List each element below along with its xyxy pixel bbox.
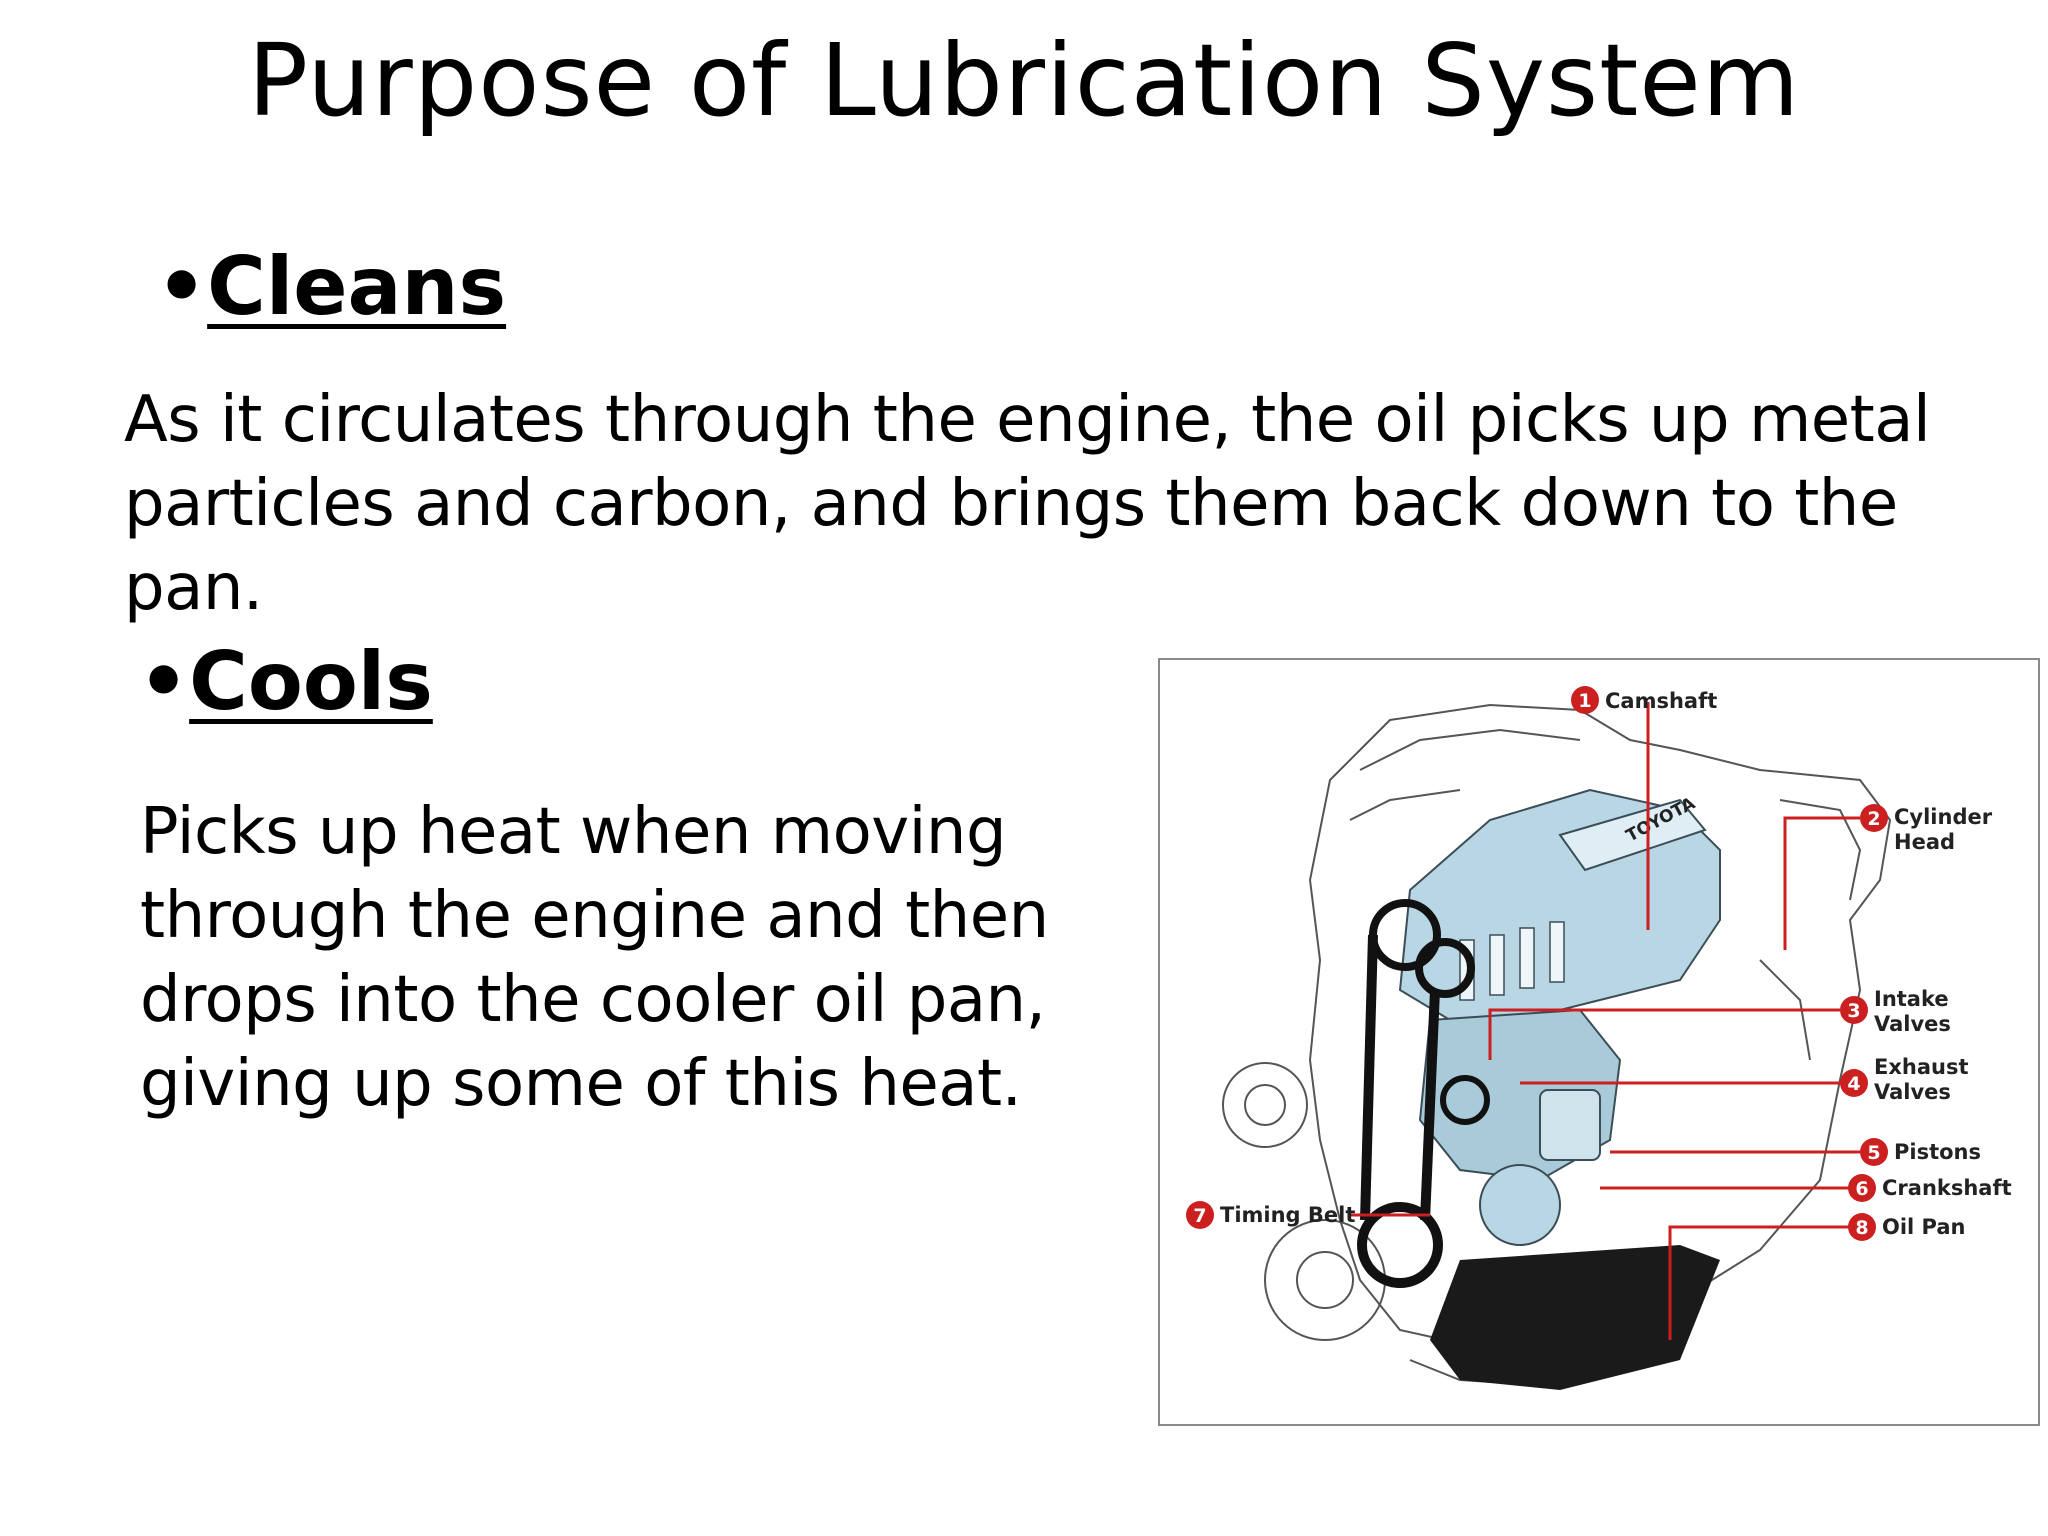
callout-camshaft: 1 Camshaft: [1571, 686, 1717, 714]
callout-label-line-1: Exhaust: [1874, 1055, 1969, 1079]
heading-cleans: Cleans: [207, 240, 507, 333]
cools-line-2: through the engine and then: [140, 879, 1049, 953]
callout-marker: [1848, 1213, 1876, 1241]
callout-label-line-2: Valves: [1874, 1080, 1951, 1104]
callout-label: Camshaft: [1605, 689, 1717, 713]
callout-number: 3: [1847, 1000, 1860, 1022]
callout-number: 2: [1867, 808, 1880, 830]
cools-paragraph: Picks up heat when moving through the en…: [140, 790, 1100, 1126]
callout-marker: [1186, 1201, 1214, 1229]
callout-label: Pistons: [1894, 1140, 1981, 1164]
callout-cylinder-head: 2 Cylinder Head: [1860, 804, 1993, 854]
callout-label-line-2: Valves: [1874, 1012, 1951, 1036]
callout-pistons: 5 Pistons: [1860, 1138, 1981, 1166]
callout-timing-belt: 7 Timing Belt: [1186, 1201, 1355, 1229]
callout-label: Timing Belt: [1220, 1203, 1355, 1227]
callout-label-line-1: Intake: [1874, 987, 1949, 1011]
engine-block-highlight: [1398, 788, 1721, 1246]
callout-marker: [1840, 996, 1868, 1024]
callout-number: 4: [1847, 1073, 1860, 1095]
cools-line-1: Picks up heat when moving: [140, 795, 1007, 869]
callout-label: Crankshaft: [1882, 1176, 2012, 1200]
cleans-paragraph: As it circulates through the engine, the…: [124, 378, 2024, 630]
callout-number: 6: [1855, 1178, 1868, 1200]
callout-marker: [1840, 1069, 1868, 1097]
cools-line-4: giving up some of this heat.: [140, 1047, 1022, 1121]
cleans-line-1: As it circulates through the engine, the…: [124, 383, 1931, 457]
callout-label: Oil Pan: [1882, 1215, 1966, 1239]
cleans-line-2: particles and carbon, and brings them ba…: [124, 467, 1898, 625]
callout-number: 5: [1867, 1142, 1880, 1164]
oil-pan-drawing: [1430, 1245, 1720, 1390]
callout-exhaust-valves: 4 Exhaust Valves: [1840, 1055, 1969, 1104]
slide-title: Purpose of Lubrication System: [247, 22, 1801, 139]
bullet-heading-cools: •Cools: [138, 635, 433, 728]
bullet-heading-cleans: •Cleans: [156, 240, 506, 333]
heading-cools: Cools: [189, 635, 433, 728]
callout-number: 8: [1855, 1217, 1868, 1239]
callout-crankshaft: 6 Crankshaft: [1848, 1174, 2012, 1202]
callout-marker: [1848, 1174, 1876, 1202]
callout-marker: [1571, 686, 1599, 714]
callout-label-line-2: Head: [1894, 830, 1955, 854]
bullet-dot: •: [138, 635, 190, 728]
bullet-dot: •: [156, 240, 208, 333]
cools-line-3: drops into the cooler oil pan,: [140, 963, 1046, 1037]
callout-label-line-1: Cylinder: [1894, 805, 1993, 829]
callout-intake-valves: 3 Intake Valves: [1840, 987, 1951, 1036]
callout-number: 7: [1193, 1205, 1206, 1227]
timing-belt-drawing: [1357, 899, 1490, 1288]
callout-marker: [1860, 804, 1888, 832]
callout-oil-pan: 8 Oil Pan: [1848, 1213, 1966, 1241]
callout-lines: [1348, 702, 1860, 1340]
callout-number: 1: [1578, 690, 1591, 712]
callout-marker: [1860, 1138, 1888, 1166]
engine-diagram: TOYOTA 1 Camshaft: [1158, 658, 2040, 1426]
engine-illustration: TOYOTA 1 Camshaft: [1186, 686, 2012, 1390]
